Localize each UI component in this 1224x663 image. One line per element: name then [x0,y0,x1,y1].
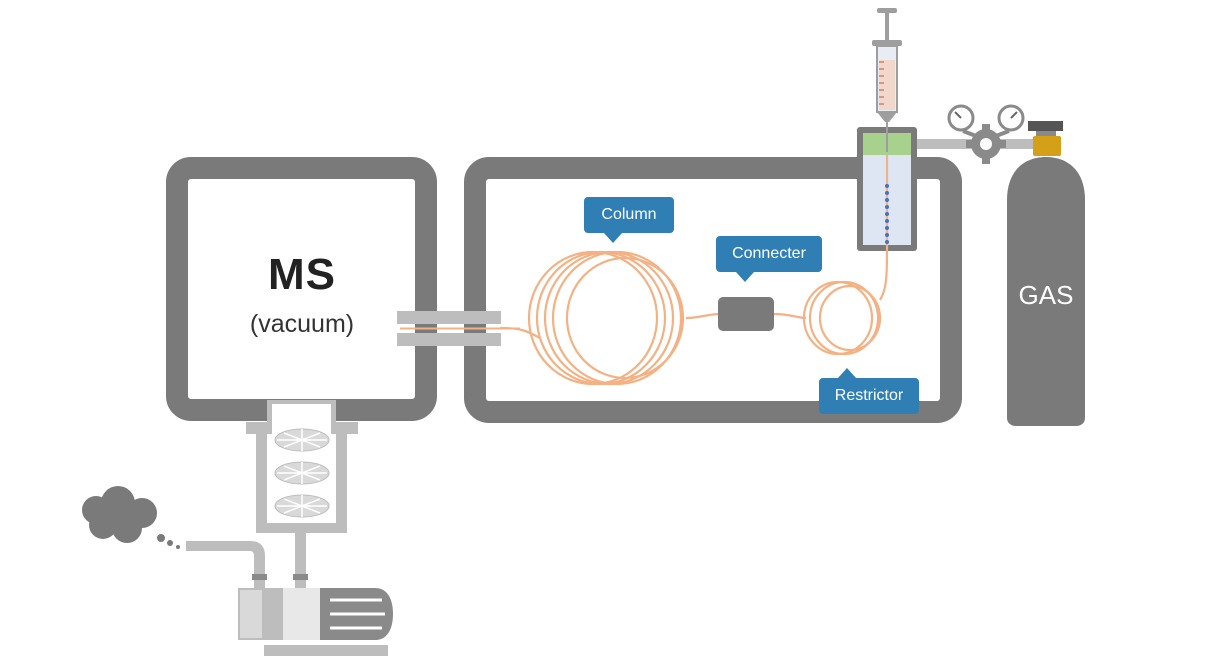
restrictor-callout-pointer [838,368,856,378]
connecter-callout-pointer [736,272,754,282]
connecter-block [718,297,774,331]
gas-line [917,139,972,149]
restrictor-callout-label: Restrictor [834,387,904,404]
syringe-icon [872,8,902,152]
restrictor-callout: Restrictor [819,368,919,414]
column-callout: Column [584,197,674,243]
column-callout-pointer [604,233,622,243]
pressure-gauge-icon [947,104,977,138]
connecter-callout: Connecter [716,236,822,282]
gas-cylinder [1007,157,1085,426]
sample-droplets [885,184,889,244]
foreline-pipes [186,533,308,588]
rotary-pump [238,588,393,656]
turbo-pump [246,400,358,533]
regulator-gear-icon [966,124,1006,164]
cylinder-valve [1028,121,1063,156]
column-coil [499,250,721,386]
oven-chamber [464,157,962,423]
ms-title: MS [268,250,336,299]
gas-label: GAS [1018,280,1074,310]
ms-subtitle: (vacuum) [249,310,355,338]
column-callout-label: Column [601,206,657,223]
connecter-callout-label: Connecter [732,245,806,262]
exhaust-cloud-icon [82,486,180,549]
restrictor-coil [773,249,889,356]
pressure-gauge-icon [995,104,1025,138]
transfer-line [397,311,520,346]
